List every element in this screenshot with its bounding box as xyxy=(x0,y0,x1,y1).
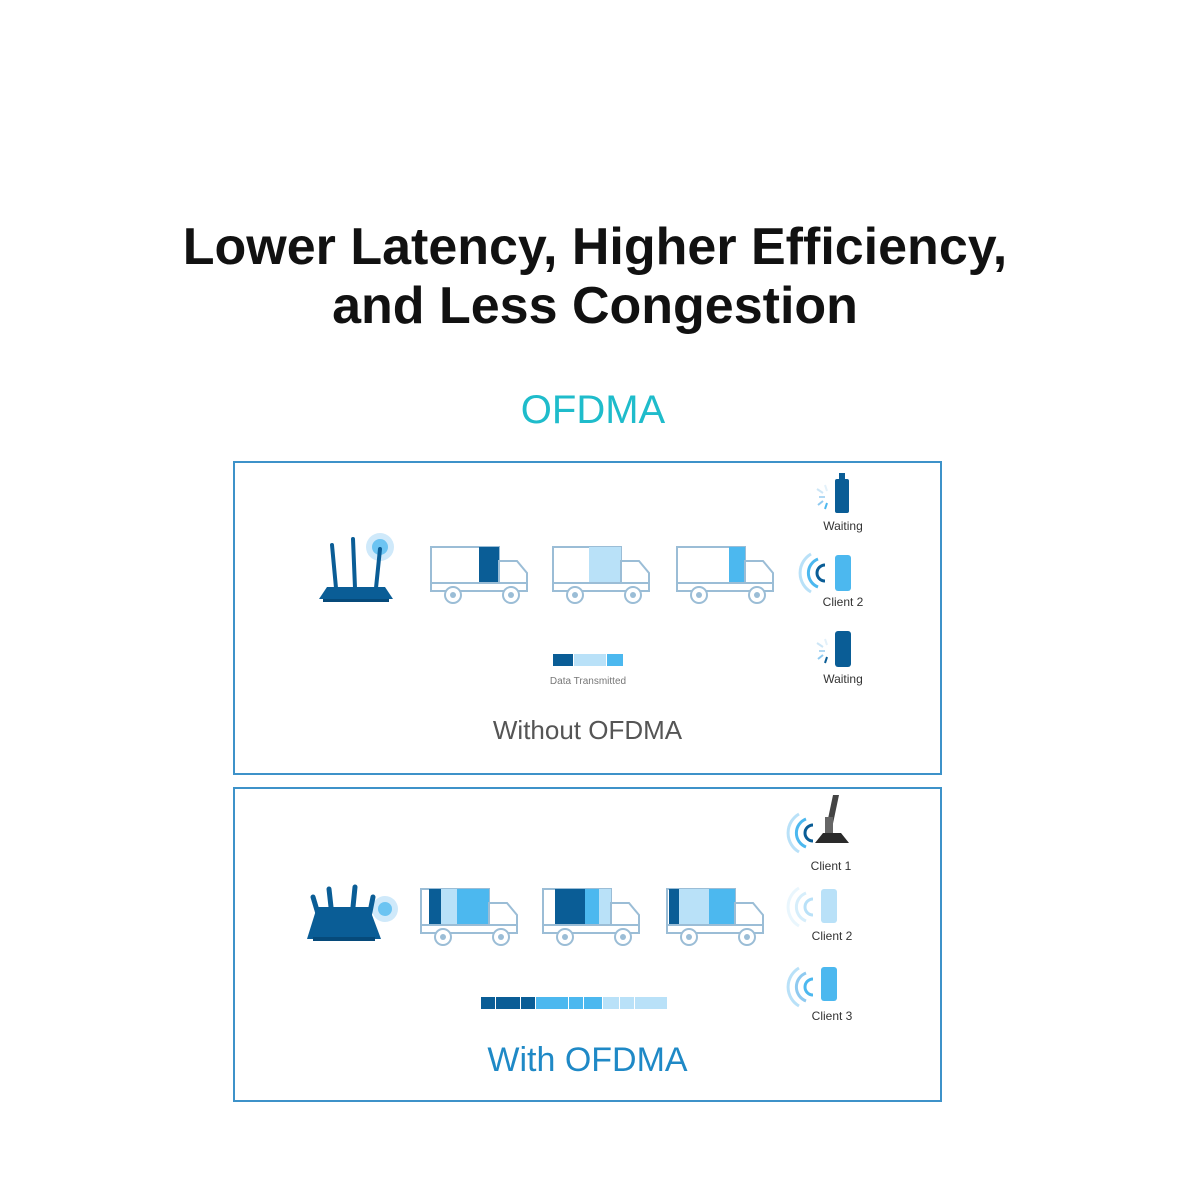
wifi-signal-icon xyxy=(786,812,814,854)
client-label: Waiting xyxy=(823,672,863,686)
usb-adapter-icon xyxy=(815,795,849,843)
data-transmitted-label: Data Transmitted xyxy=(549,676,627,687)
truck-icon xyxy=(430,546,528,604)
headline: Lower Latency, Higher Efficiency, and Le… xyxy=(0,218,1190,336)
without-ofdma-diagram xyxy=(319,473,851,667)
loading-spinner-icon xyxy=(816,638,828,664)
panel-caption: With OFDMA xyxy=(487,1041,688,1079)
truck-icon xyxy=(420,888,518,946)
headline-line-1: Lower Latency, Higher Efficiency, xyxy=(182,218,1008,276)
phone-icon xyxy=(835,555,851,591)
loading-spinner-icon xyxy=(816,484,828,510)
data-transmitted-bar xyxy=(553,654,623,666)
client-label: Client 2 xyxy=(822,595,864,609)
router-icon xyxy=(307,884,398,941)
wifi-signal-icon xyxy=(798,552,826,594)
data-transmitted-bar xyxy=(481,997,667,1009)
client-label: Waiting xyxy=(823,519,863,533)
truck-icon xyxy=(542,888,640,946)
client-label: Client 3 xyxy=(811,1009,853,1023)
phone-icon xyxy=(821,889,837,923)
with-ofdma-panel: Client 1 Client 2 Client 3 With OFDMA xyxy=(233,787,942,1102)
router-icon xyxy=(319,533,394,602)
without-ofdma-panel: Waiting Client 2 Waiting Data Transmitte… xyxy=(233,461,942,775)
client-label: Client 1 xyxy=(810,859,852,873)
wifi-signal-icon xyxy=(786,966,814,1008)
wifi-signal-icon xyxy=(786,886,814,928)
headline-line-2: and Less Congestion xyxy=(332,277,858,335)
truck-icon xyxy=(552,546,650,604)
phone-icon xyxy=(835,631,851,667)
section-title: OFDMA xyxy=(520,388,666,432)
phone-icon xyxy=(821,967,837,1001)
panel-caption: Without OFDMA xyxy=(492,715,683,745)
client-label: Client 2 xyxy=(811,929,853,943)
truck-icon xyxy=(666,888,764,946)
usb-adapter-icon xyxy=(835,473,849,513)
with-ofdma-diagram xyxy=(307,795,849,1009)
truck-icon xyxy=(676,546,774,604)
